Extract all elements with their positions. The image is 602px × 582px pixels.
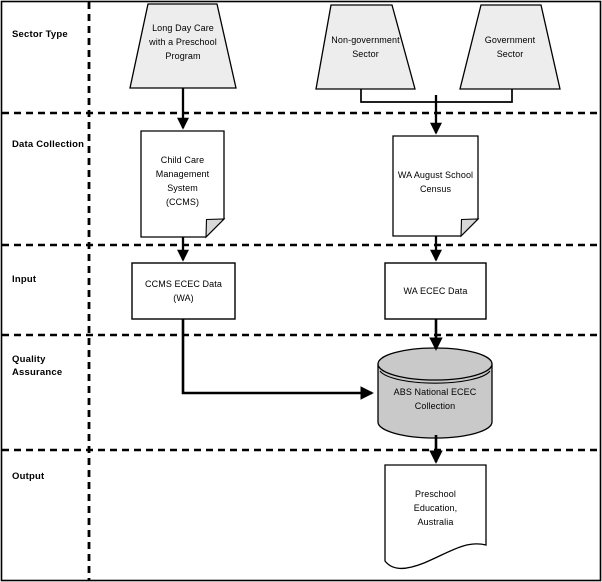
node-wa-ecec-data[interactable] bbox=[384, 262, 487, 320]
node-ccms-ecec-data-wa[interactable] bbox=[131, 262, 236, 320]
node-government-sector[interactable] bbox=[459, 4, 561, 90]
node-abs-national-ecec-collection[interactable] bbox=[377, 347, 493, 439]
edge-nongov-to-merge bbox=[360, 89, 436, 103]
edge-ccms-data-to-collection bbox=[181, 319, 374, 400]
node-preschool-education-australia[interactable] bbox=[384, 464, 487, 570]
edge-gov-to-merge bbox=[436, 89, 513, 103]
lane-label-output: Output bbox=[12, 471, 45, 482]
lane-label-data-collection: Data Collection bbox=[12, 139, 85, 150]
connectors bbox=[177, 88, 513, 464]
lane-dividers-horizontal bbox=[2, 111, 600, 452]
lane-label-quality-assurance: Quality Assurance bbox=[12, 354, 63, 378]
node-non-government-sector[interactable] bbox=[315, 4, 416, 90]
lane-label-input: Input bbox=[12, 274, 37, 285]
node-long-day-care[interactable] bbox=[129, 3, 237, 89]
lane-label-sector-type: Sector Type bbox=[12, 29, 68, 40]
node-ccms-fold-corner bbox=[205, 218, 226, 239]
node-census-fold-corner bbox=[460, 218, 480, 238]
